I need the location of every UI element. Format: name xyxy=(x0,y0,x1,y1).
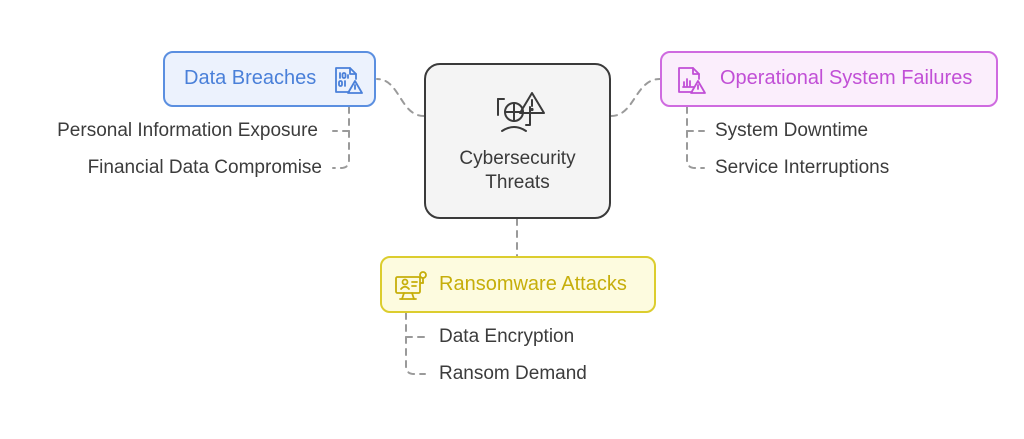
branch-operational-system-failures: Operational System Failures xyxy=(660,51,998,107)
shield-warning-icon xyxy=(492,89,548,144)
leaf-service-interruptions: Service Interruptions xyxy=(715,157,890,178)
connector-ransomware-leaf-1 xyxy=(405,312,426,338)
branch-data-breaches-label: Data Breaches xyxy=(184,67,317,89)
center-title: Cybersecurity Threats xyxy=(426,147,609,195)
leaf-ransom-demand: Ransom Demand xyxy=(439,363,587,384)
connector-breaches-leaf-2 xyxy=(332,130,350,169)
connector-center-breaches xyxy=(376,78,425,117)
leaf-financial-data-compromise: Financial Data Compromise xyxy=(87,157,322,178)
center-node: Cybersecurity Threats xyxy=(424,63,611,219)
center-title-line-2: Threats xyxy=(485,172,550,193)
monitor-user-icon xyxy=(394,269,428,308)
chart-file-warning-icon xyxy=(675,64,707,101)
branch-ransomware-attacks: Ransomware Attacks xyxy=(380,256,656,313)
leaf-system-downtime: System Downtime xyxy=(715,120,869,141)
connector-ransomware-leaf-2 xyxy=(405,336,426,375)
connector-operational-leaf-1 xyxy=(686,106,705,132)
branch-ransomware-attacks-label: Ransomware Attacks xyxy=(439,273,627,295)
branch-data-breaches: Data Breaches xyxy=(163,51,376,107)
center-title-line-1: Cybersecurity xyxy=(459,148,576,169)
branch-operational-system-failures-label: Operational System Failures xyxy=(720,67,973,89)
leaf-data-encryption: Data Encryption xyxy=(439,326,575,347)
connector-breaches-leaf-1 xyxy=(332,106,350,132)
binary-file-warning-icon xyxy=(331,64,363,101)
leaf-personal-information-exposure: Personal Information Exposure xyxy=(57,120,318,141)
connector-operational-leaf-2 xyxy=(686,130,705,169)
connector-center-operational xyxy=(610,78,661,117)
